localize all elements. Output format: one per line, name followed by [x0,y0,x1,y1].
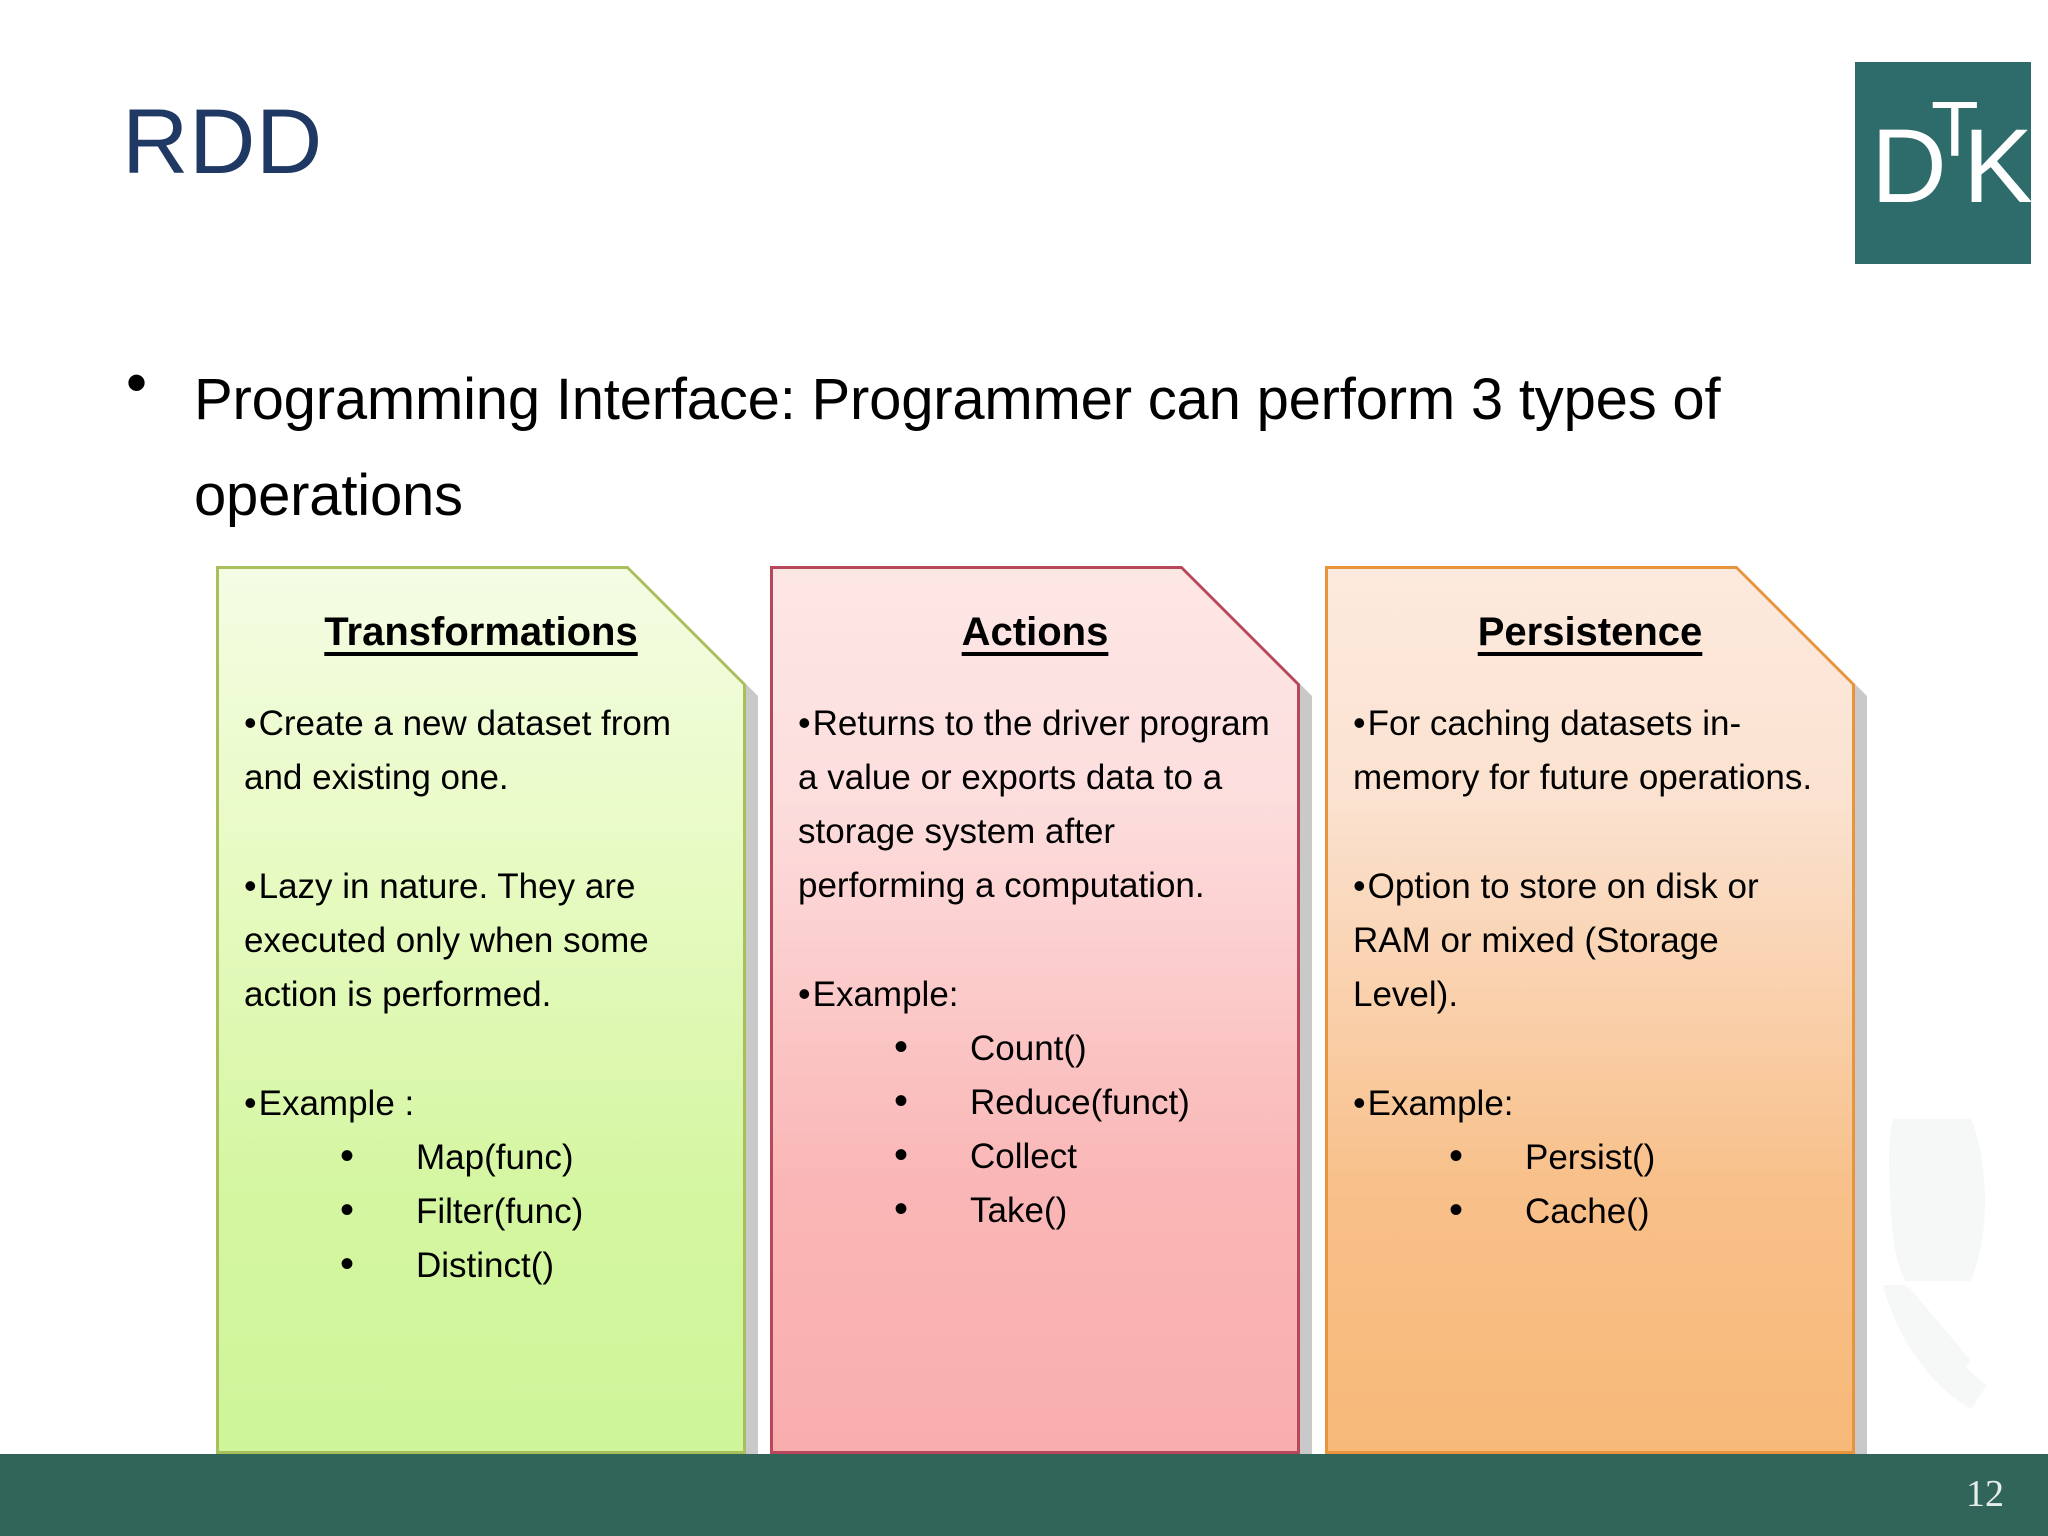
panel-heading-actions: Actions [961,610,1109,654]
spacer [1353,805,1825,859]
spacer [244,1022,716,1076]
list-item: Distinct() [340,1237,716,1293]
panel-body-text: For caching datasets in-memory for futur… [1325,696,1855,1239]
background-watermark-image [1875,1085,2025,1445]
spacer [798,913,1270,967]
panel-heading-transformations: Transformations [324,610,638,654]
panel-bullet: Example: [798,967,1270,1022]
list-item: Reduce(funct) [894,1074,1270,1130]
panel-sub-list: Persist() Cache() [1353,1129,1825,1239]
page-title: RDD [122,91,323,193]
panel-bullet: Option to store on disk or RAM or mixed … [1353,859,1825,1022]
panel-bullet: Example : [244,1076,716,1131]
panel-content: Transformations Create a new dataset fro… [216,566,746,1454]
page-number: 12 [1966,1473,2004,1515]
panel-heading-persistence: Persistence [1477,610,1703,654]
list-item: Filter(func) [340,1183,716,1239]
panel-bullet: Example: [1353,1076,1825,1131]
footer-bar-fill [0,1454,2048,1536]
list-item: Map(func) [340,1129,716,1185]
list-item: Collect [894,1128,1270,1184]
panel-bullet: For caching datasets in-memory for futur… [1353,696,1825,805]
panel-body-text: Create a new dataset from and existing o… [216,696,746,1293]
panel-content: Actions Returns to the driver program a … [770,566,1300,1454]
panel-transformations[interactable]: Transformations Create a new dataset fro… [216,566,746,1454]
dtk-logo-letters: D T K [1855,62,2034,264]
list-item: Take() [894,1182,1270,1238]
list-item: Count() [894,1020,1270,1076]
panel-actions[interactable]: Actions Returns to the driver program a … [770,566,1300,1454]
panel-sub-list: Count() Reduce(funct) Collect Take() [798,1020,1270,1238]
panel-sub-list: Map(func) Filter(func) Distinct() [244,1129,716,1293]
panel-bullet: Create a new dataset from and existing o… [244,696,716,805]
spacer [244,805,716,859]
logo-letter-k: K [1963,108,2034,225]
dtk-logo: D T K [1855,62,2034,264]
logo-letter-t: T [1931,85,1979,173]
footer-bar: 12 [0,1454,2048,1536]
main-bullet-marker: • [126,349,148,416]
panel-bullet: Returns to the driver program a value or… [798,696,1270,913]
spacer [1353,1022,1825,1076]
logo-letter-d: D [1871,108,1947,225]
list-item: Persist() [1449,1129,1825,1185]
panel-body-text: Returns to the driver program a value or… [770,696,1300,1238]
panel-content: Persistence For caching datasets in-memo… [1325,566,1855,1454]
main-bullet: • Programming Interface: Programmer can … [118,352,1908,544]
list-item: Cache() [1449,1183,1825,1239]
main-bullet-text: Programming Interface: Programmer can pe… [194,367,1721,528]
panel-bullet: Lazy in nature. They are executed only w… [244,859,716,1022]
panel-persistence[interactable]: Persistence For caching datasets in-memo… [1325,566,1855,1454]
